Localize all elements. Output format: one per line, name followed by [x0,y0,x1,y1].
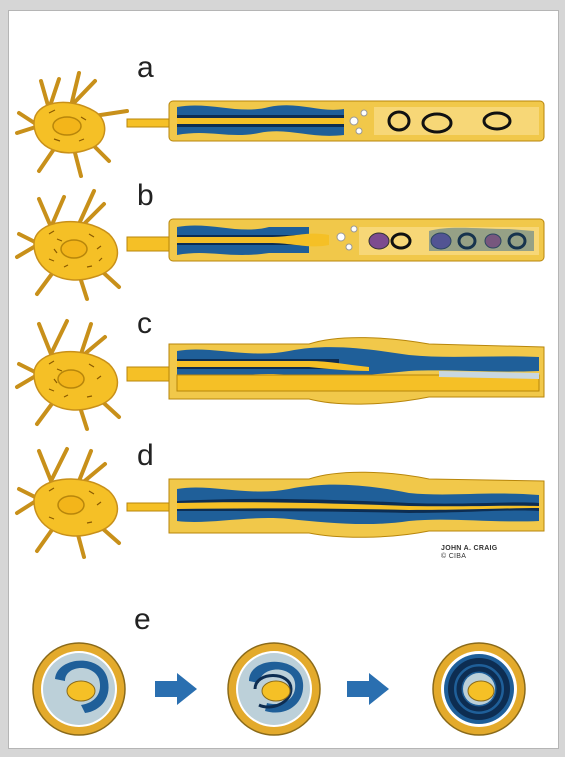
stage-c: c [9,309,558,439]
arrow-right-icon [155,673,197,705]
stage-e: e [9,619,558,739]
label-c: c [137,309,152,339]
stage-e-drawing [9,619,558,739]
signature-line-2: © CIBA [441,553,498,561]
cross-section-1 [33,643,125,735]
stage-a: a [9,51,558,181]
label-b: b [137,181,154,211]
nerve-fiber-a [169,101,544,141]
label-a: a [137,53,154,83]
nerve-fiber-b [169,219,544,261]
cross-section-3 [433,643,525,735]
neuron-cell-body-d [17,449,119,557]
stage-a-drawing [9,51,558,181]
axon-segment [127,119,171,127]
signature-line-1: JOHN A. CRAIG [441,545,498,553]
artist-signature: JOHN A. CRAIG © CIBA [441,545,498,561]
illustration-panel: a [8,10,559,749]
arrow-right-icon [347,673,389,705]
nerve-fiber-d [169,472,544,537]
stage-b-drawing [9,179,558,309]
neuron-cell-body-a [17,73,127,176]
neuron-cell-body-c [17,321,119,429]
cross-section-2 [228,643,320,735]
neuron-cell-body-b [17,191,119,299]
stage-c-drawing [9,309,558,439]
nerve-fiber-c [169,338,544,405]
label-d: d [137,441,154,471]
label-e: e [134,605,151,635]
stage-b: b [9,179,558,309]
